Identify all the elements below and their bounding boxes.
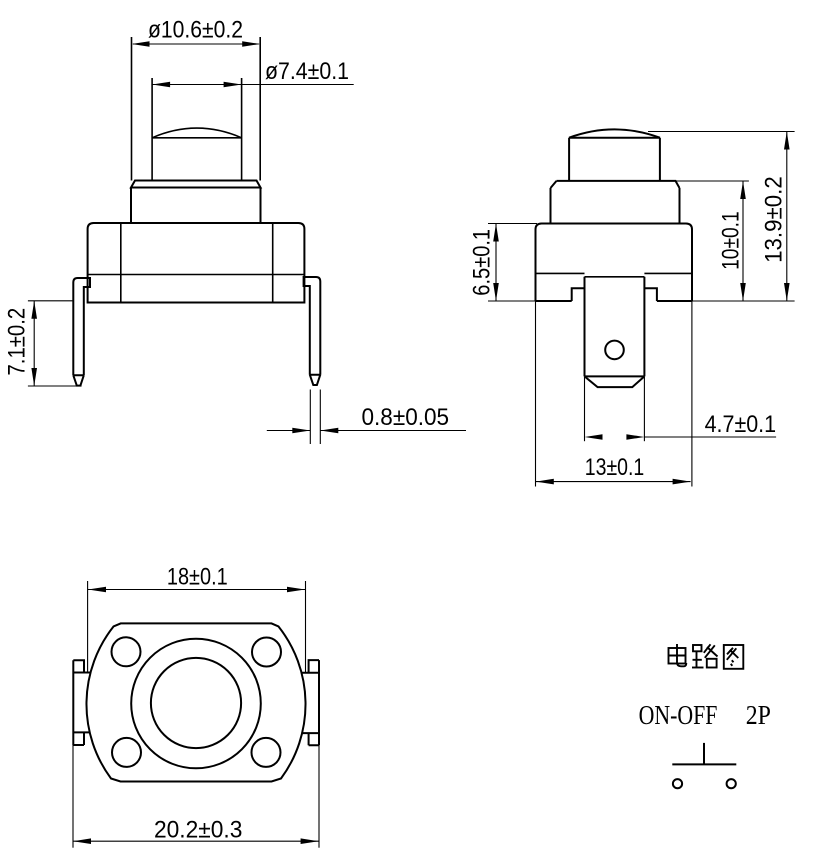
svg-text:4.7±0.1: 4.7±0.1: [705, 411, 777, 438]
svg-text:ø10.6±0.2: ø10.6±0.2: [148, 17, 243, 44]
svg-text:6.5±0.1: 6.5±0.1: [469, 229, 496, 296]
svg-text:7.1±0.2: 7.1±0.2: [4, 308, 31, 376]
svg-text:2P: 2P: [746, 700, 771, 730]
svg-text:18±0.1: 18±0.1: [167, 564, 228, 591]
svg-text:ON-OFF: ON-OFF: [639, 700, 718, 730]
svg-text:13±0.1: 13±0.1: [585, 454, 644, 481]
svg-text:0.8±0.05: 0.8±0.05: [362, 404, 450, 431]
svg-text:ø7.4±0.1: ø7.4±0.1: [265, 58, 349, 85]
svg-text:10±0.1: 10±0.1: [717, 211, 744, 270]
svg-text:20.2±0.3: 20.2±0.3: [154, 817, 242, 844]
svg-text:13.9±0.2: 13.9±0.2: [761, 176, 788, 263]
